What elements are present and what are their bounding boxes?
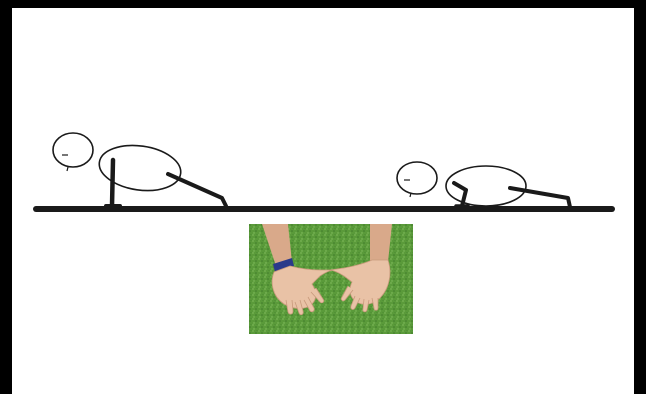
pushup-lowered-figure bbox=[397, 162, 570, 207]
torso-left bbox=[96, 141, 183, 196]
legs-left bbox=[168, 174, 226, 206]
arm-right bbox=[454, 183, 466, 206]
head-right bbox=[397, 162, 437, 194]
pushup-start-figure bbox=[53, 133, 226, 206]
hand-placement-photo bbox=[249, 224, 413, 334]
arm-left bbox=[112, 160, 113, 206]
head-left bbox=[53, 133, 93, 167]
